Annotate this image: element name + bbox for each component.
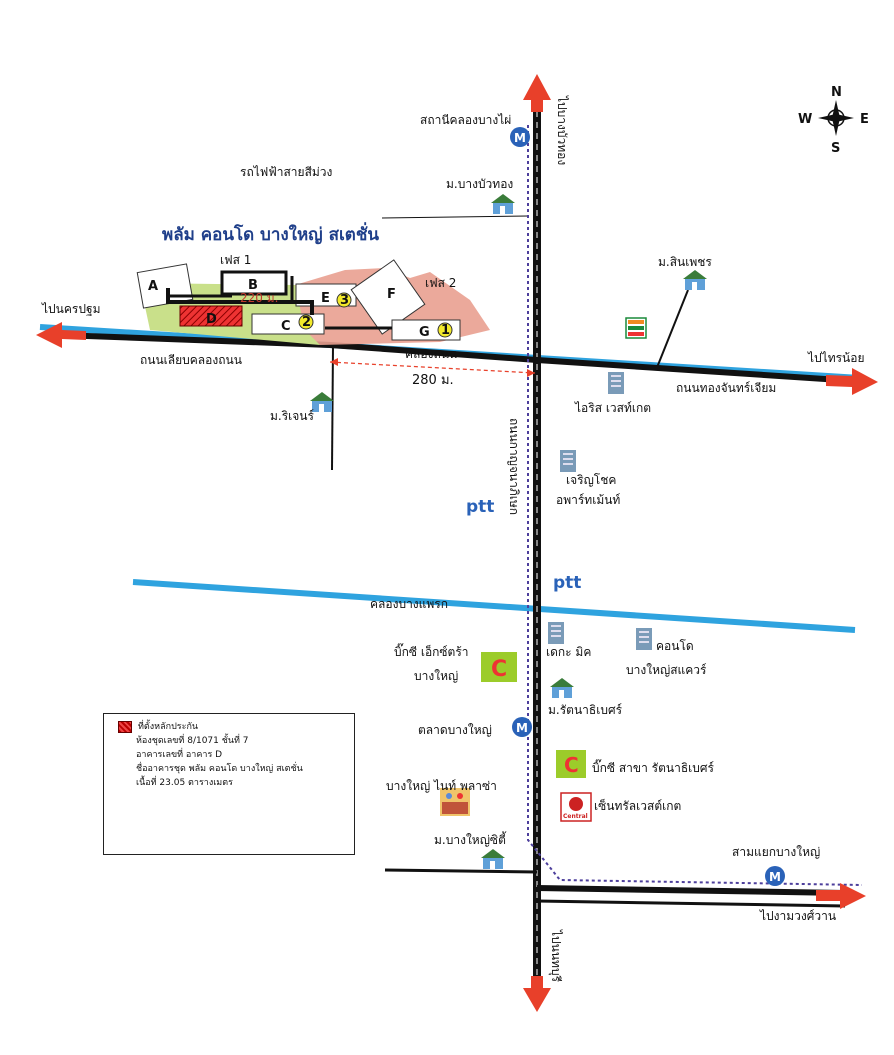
label-to-ngam-wong-wan: ไปงามวงศ์วาน bbox=[759, 909, 836, 923]
legend-line-1: ที่ตั้งหลักประกัน bbox=[138, 722, 199, 732]
arrow-south bbox=[523, 976, 551, 1012]
arrow-west bbox=[36, 322, 86, 348]
legend-swatch bbox=[118, 721, 132, 733]
project-title: พลัม คอนโด บางใหญ่ สเตชั่น bbox=[162, 222, 379, 245]
metro-icon-khlong-bang-phai: M bbox=[510, 127, 530, 147]
label-charoenchok-1: เจริญโชค bbox=[566, 473, 616, 487]
label-night-plaza: บางใหญ่ ไนท์ พลาซ่า bbox=[386, 779, 497, 793]
label-tc-mix: เดกะ มิค bbox=[546, 645, 591, 659]
phase2-label: เฟส 2 bbox=[425, 276, 456, 290]
label-D: D bbox=[206, 312, 217, 327]
central-icon: Central bbox=[560, 792, 592, 822]
house-icon-sinphet bbox=[683, 270, 707, 290]
label-north-road: ไปบางบัวทอง bbox=[555, 95, 569, 165]
ptt-logo-2: ptt bbox=[553, 573, 581, 593]
svg-text:N: N bbox=[831, 85, 842, 100]
label-G: G bbox=[419, 325, 430, 340]
purple-line-rail bbox=[527, 125, 863, 886]
label-canal-side-road: ถนนเลียบคลองถนน bbox=[140, 353, 242, 367]
tower-icon-charoenchok bbox=[560, 450, 576, 472]
legend-line-2: ห้องชุดเลขที่ 8/1071 ชั้นที่ 7 bbox=[136, 736, 249, 746]
label-condo-square-2: บางใหญ่สแควร์ bbox=[626, 663, 707, 677]
legend-line-4: ชื่ออาคารชุด พลัม คอนโด บางใหญ่ สเตชั่น bbox=[136, 764, 303, 774]
label-canal-thanon: คลองถนน bbox=[405, 347, 457, 361]
label-thong-chan-road: ถนนทองจันทร์เจียม bbox=[676, 381, 776, 395]
metro-icon-sam-yaek: M bbox=[765, 866, 785, 886]
marker-3-label: 3 bbox=[340, 293, 349, 308]
marker-1 bbox=[437, 322, 453, 338]
label-B: B bbox=[248, 278, 258, 293]
label-bigc-extra-2: บางใหญ่ bbox=[414, 669, 458, 683]
label-C: C bbox=[281, 319, 291, 334]
house-icon-rattanathibet bbox=[550, 678, 574, 698]
label-south-road: ไปนนทบุรี bbox=[548, 929, 563, 983]
tower-icon-iris bbox=[608, 372, 624, 394]
label-charoenchok-2: อพาร์ทเม้นท์ bbox=[556, 493, 620, 507]
distance-280-line bbox=[329, 361, 536, 374]
arrow-east bbox=[826, 368, 878, 395]
arrow-north bbox=[523, 74, 551, 112]
house-icon-bang-bua-thong bbox=[491, 194, 515, 214]
building-B bbox=[220, 270, 288, 296]
phase1-label: เฟส 1 bbox=[220, 253, 251, 267]
road-thanon-leab-klong bbox=[59, 332, 841, 383]
svg-text:E: E bbox=[860, 112, 869, 127]
svg-text:M: M bbox=[516, 721, 528, 735]
metro-icon-talad-bang-yai: M bbox=[512, 717, 532, 737]
marker-2-label: 2 bbox=[302, 315, 311, 330]
label-F: F bbox=[387, 287, 396, 302]
svg-text:S: S bbox=[831, 141, 840, 156]
ptt-logo-1: ptt bbox=[466, 497, 494, 517]
label-rattanathibet: ม.รัตนาธิเบศร์ bbox=[548, 703, 623, 717]
bigc-icon-rattanathibet: C bbox=[556, 750, 586, 778]
building-F bbox=[350, 259, 426, 335]
svg-text:Central: Central bbox=[563, 813, 588, 820]
label-bigc-extra-1: บิ๊กซี เอ็กซ์ตร้า bbox=[394, 643, 469, 659]
arrow-east-lower bbox=[816, 883, 866, 909]
legend-line-5: เนื้อที่ 23.05 ตารางเมตร bbox=[136, 778, 233, 788]
distance-280: 280 ม. bbox=[412, 373, 454, 388]
road-to-ngam-wong-wan bbox=[536, 885, 846, 896]
label-iris: ไอริส เวสท์เกต bbox=[574, 401, 651, 415]
compass-rose: N S W E bbox=[798, 85, 869, 156]
marker-2 bbox=[298, 314, 314, 330]
label-purple-line: รถไฟฟ้าสายสีม่วง bbox=[240, 165, 332, 179]
canal-bang-phraek bbox=[132, 579, 856, 633]
house-icon-bang-yai-city bbox=[481, 849, 505, 869]
svg-text:M: M bbox=[769, 870, 781, 884]
label-bang-yai-intersection: สามแยกบางใหญ่ bbox=[732, 845, 820, 859]
svg-text:C: C bbox=[564, 753, 579, 777]
label-condo-square-1: คอนโด bbox=[656, 639, 694, 653]
label-to-sai-noi: ไปไทรน้อย bbox=[807, 351, 864, 365]
distance-220: 220 ม. bbox=[240, 291, 278, 305]
label-central-westgate: เซ็นทรัลเวสต์เกต bbox=[594, 798, 681, 813]
house-icon-ri-chen bbox=[310, 392, 334, 412]
tower-icon-condo-square bbox=[636, 628, 652, 650]
label-E: E bbox=[321, 291, 330, 306]
legend-box: ที่ตั้งหลักประกัน ห้องชุดเลขที่ 8/1071 ช… bbox=[103, 713, 355, 855]
label-bigc-rattanathibet: บิ๊กซี สาขา รัตนาธิเบศร์ bbox=[592, 759, 715, 775]
label-A: A bbox=[148, 279, 158, 294]
label-bang-yai-city: ม.บางใหญ่ซิตี้ bbox=[434, 831, 507, 847]
legend-line-3: อาคารเลขที่ อาคาร D bbox=[136, 750, 223, 760]
seven-eleven-icon bbox=[625, 317, 647, 339]
label-khlong-bang-phai: สถานีคลองบางไผ่ bbox=[420, 113, 511, 127]
label-to-nakhon-pathom: ไปนครปฐม bbox=[41, 302, 100, 316]
marker-1-label: 1 bbox=[441, 323, 450, 338]
bigc-icon-extra: C bbox=[481, 652, 517, 682]
label-bang-bua-thong: ม.บางบัวทอง bbox=[446, 177, 513, 191]
label-sinphet: ม.สินเพชร bbox=[658, 255, 712, 269]
label-ri-chen: ม.ริเจนร์ bbox=[270, 409, 315, 423]
label-canal-bang-phraek: คลองบางแพรก bbox=[370, 597, 448, 611]
svg-text:C: C bbox=[491, 657, 507, 682]
tower-icon-tc-mix bbox=[548, 622, 564, 644]
night-plaza-icon bbox=[440, 788, 470, 816]
label-kanchanaphisek: ถนนกาญจนาภิเษก bbox=[507, 418, 521, 515]
svg-text:M: M bbox=[514, 131, 526, 145]
svg-text:W: W bbox=[798, 112, 812, 127]
building-D bbox=[179, 305, 243, 327]
label-talad-bang-yai: ตลาดบางใหญ่ bbox=[418, 723, 492, 737]
marker-3 bbox=[336, 292, 352, 308]
